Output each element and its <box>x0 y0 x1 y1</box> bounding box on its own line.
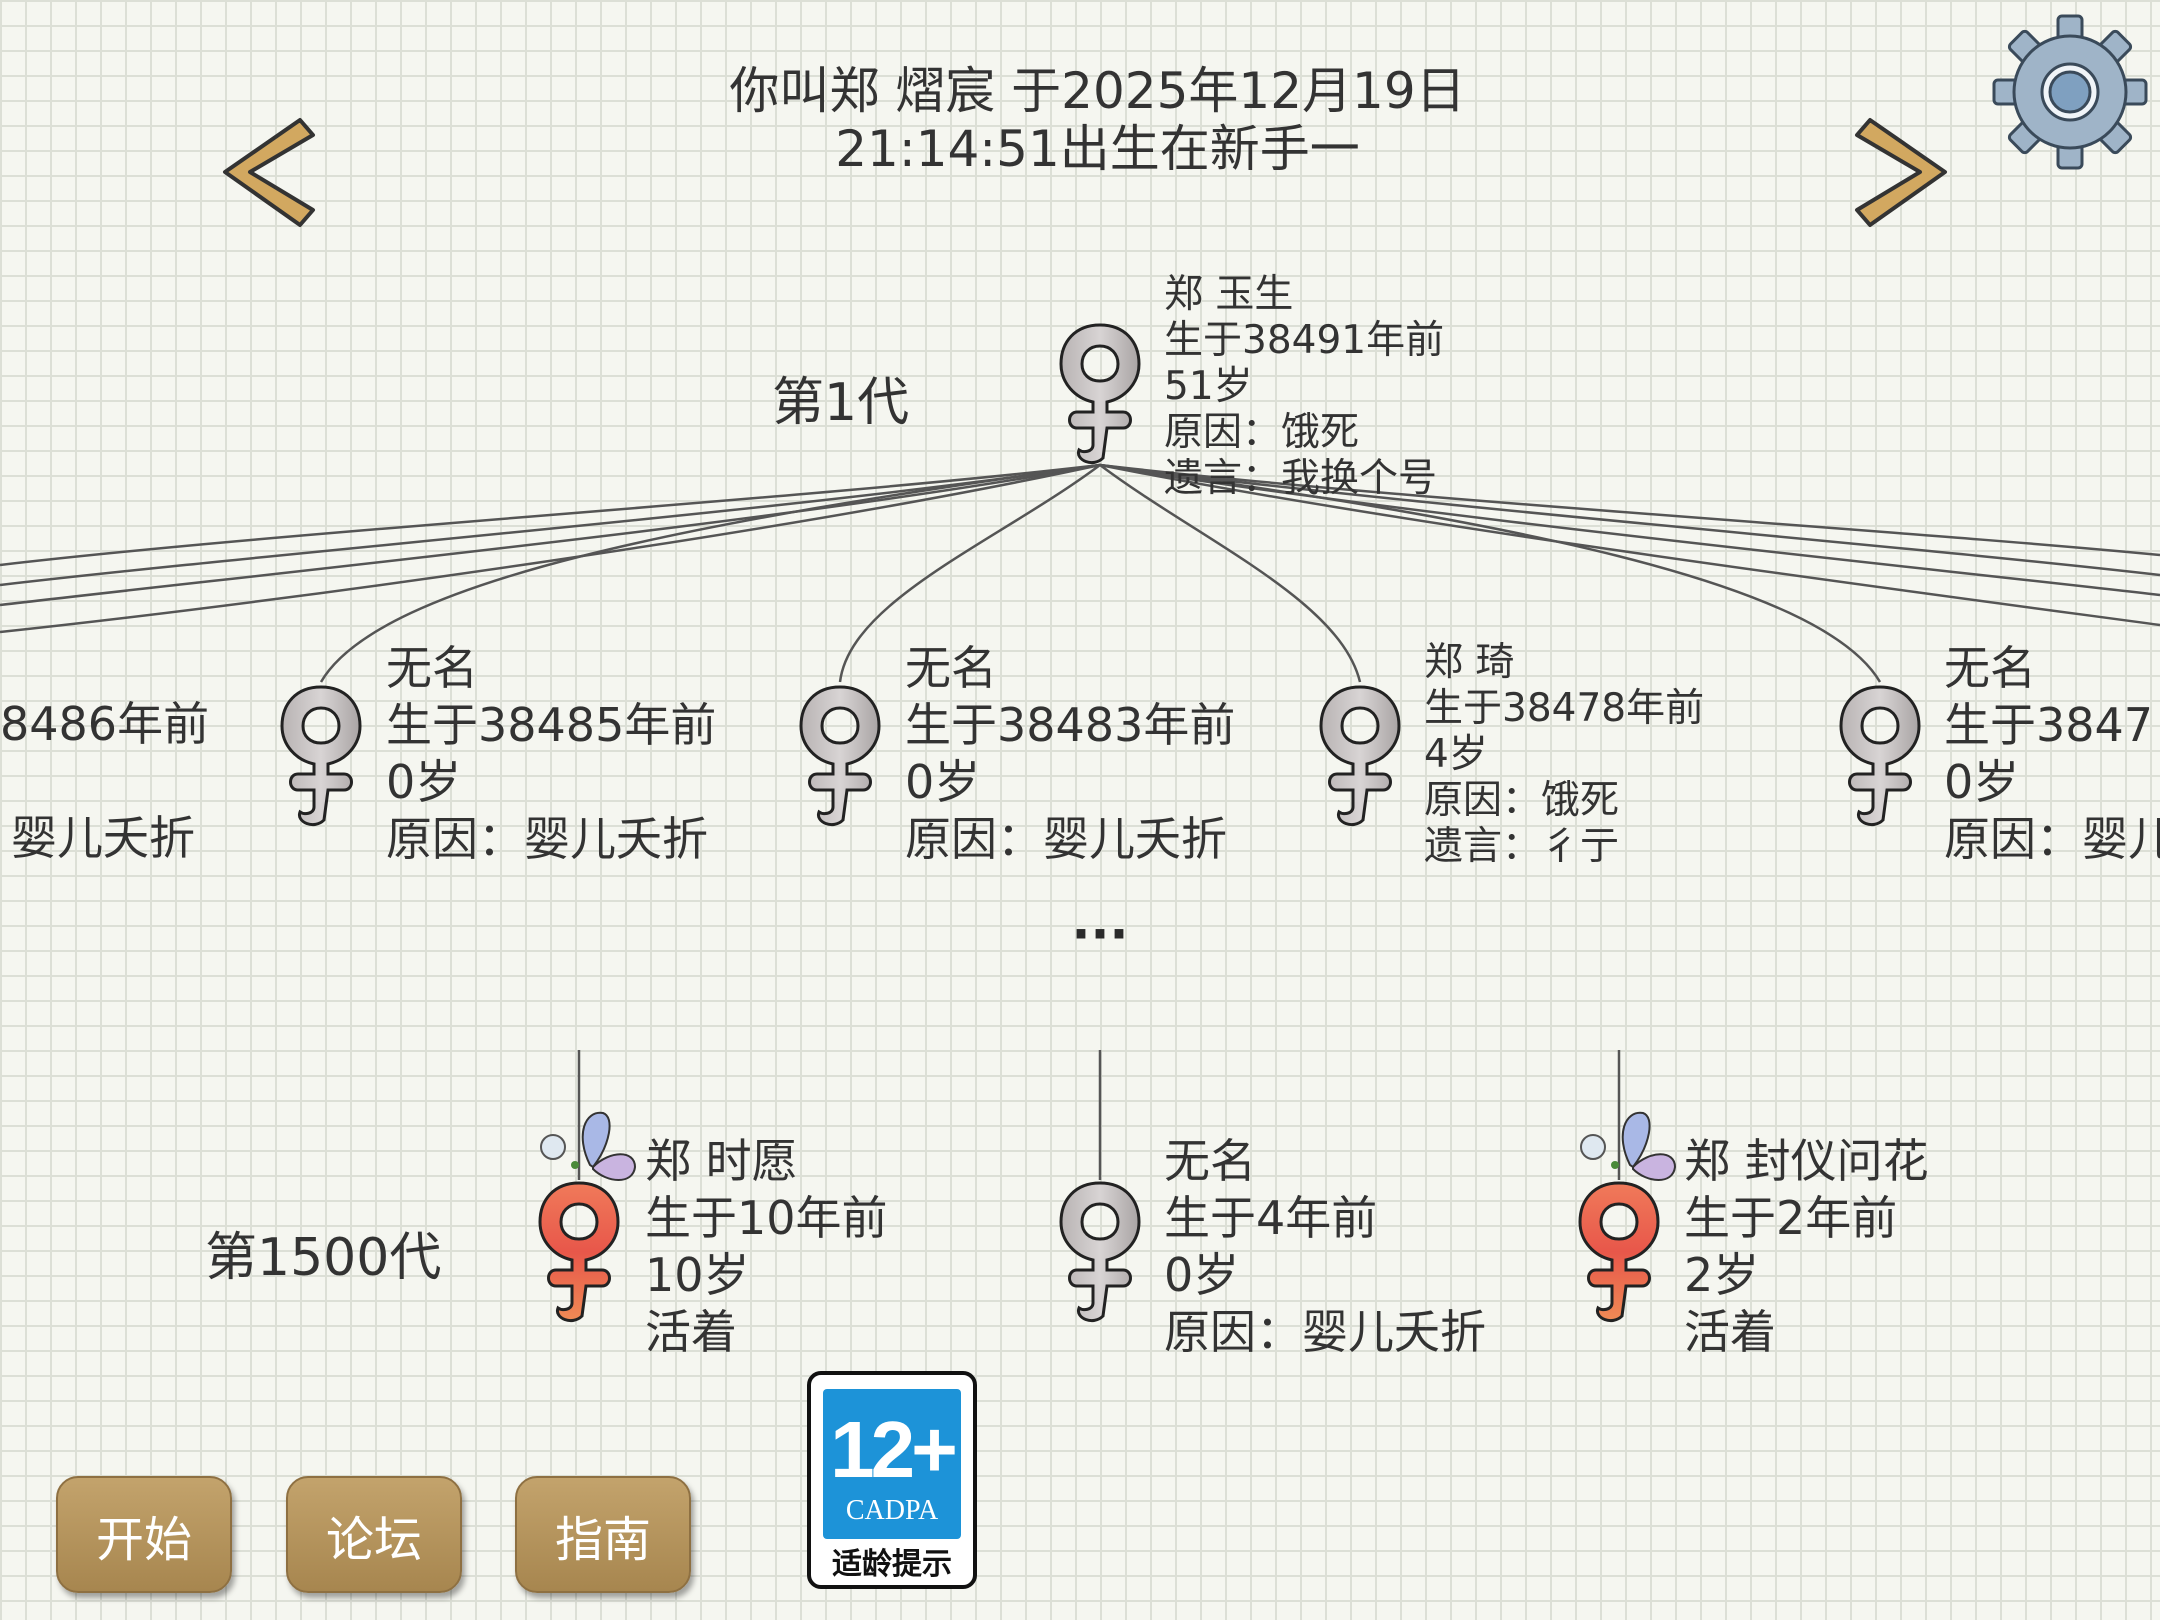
person-cause: 婴儿夭折 <box>11 811 195 865</box>
person-name: 无名 <box>1944 641 2036 695</box>
generation-label: 第1500代 <box>205 1228 442 1288</box>
person-status: 活着 <box>1684 1305 1776 1359</box>
person-name: 无名 <box>1164 1134 1256 1188</box>
person-cause: 原因：婴儿 <box>1944 812 2160 866</box>
person-age: 2岁 <box>1684 1248 1760 1302</box>
generations-ellipsis: ··· <box>1071 905 1129 963</box>
person-cause: 原因：饿死 <box>1164 410 1360 455</box>
person-born: 生于10年前 <box>645 1191 888 1245</box>
descendant-info: 无名 生于4年前 0岁 原因：婴儿夭折 <box>1164 1133 1486 1361</box>
person-cause: 原因：饿死 <box>1424 778 1620 823</box>
person-name: 郑 时愿 <box>645 1134 798 1188</box>
chevron-right-icon[interactable] <box>1850 110 1965 235</box>
female-gray-icon[interactable] <box>1055 1178 1145 1328</box>
female-red-icon[interactable] <box>1574 1178 1664 1328</box>
person-age: 10岁 <box>645 1248 750 1302</box>
guide-button[interactable]: 指南 <box>515 1476 691 1593</box>
person-name: 郑 封仪问花 <box>1684 1134 1929 1188</box>
person-status: 活着 <box>645 1305 737 1359</box>
person-age: 51岁 <box>1164 364 1253 409</box>
age-rating-org: CADPA <box>845 1495 939 1526</box>
person-born: 生于38478年前 <box>1424 686 1705 731</box>
person-age: 0岁 <box>386 755 462 809</box>
root-ancestor-info: 郑 玉生 生于38491年前 51岁 原因：饿死 遗言：我换个号 <box>1164 272 1444 502</box>
female-gray-icon[interactable] <box>1315 682 1405 832</box>
person-name: 无名 <box>905 641 997 695</box>
child-info-partial-right: 无名 生于3847 0岁 原因：婴儿 <box>1944 640 2160 868</box>
child-info: 无名 生于38485年前 0岁 原因：婴儿夭折 <box>386 640 716 868</box>
person-age: 0岁 <box>905 755 981 809</box>
forum-button[interactable]: 论坛 <box>286 1476 462 1593</box>
butterfly-icon <box>1580 1111 1677 1181</box>
person-born: 生于3847 <box>1944 698 2154 752</box>
birth-info-title: 你叫郑 熠宸 于2025年12月19日 21:14:51出生在新手一 <box>0 62 2160 178</box>
butterfly-icon <box>540 1111 637 1181</box>
person-born: 生于2年前 <box>1684 1191 1898 1245</box>
generation-label: 第1代 <box>772 373 910 433</box>
person-name: 郑 琦 <box>1424 640 1515 685</box>
female-gray-icon[interactable] <box>1055 320 1145 470</box>
person-last-words: 遗言：我换个号 <box>1164 456 1438 501</box>
person-cause: 原因：婴儿夭折 <box>386 812 708 866</box>
age-rating-tip: 适龄提示 <box>832 1547 952 1582</box>
child-info: 郑 琦 生于38478年前 4岁 原因：饿死 遗言：彳亍 <box>1424 640 1704 870</box>
person-age: 4岁 <box>1424 732 1488 777</box>
start-button[interactable]: 开始 <box>56 1476 232 1593</box>
female-gray-icon[interactable] <box>795 682 885 832</box>
age-rating-badge[interactable]: 12+ CADPA 适龄提示 <box>807 1371 977 1589</box>
person-born: 生于38491年前 <box>1164 318 1445 363</box>
chevron-left-icon[interactable] <box>205 110 320 235</box>
person-name: 郑 玉生 <box>1164 272 1294 317</box>
person-name: 无名 <box>386 641 478 695</box>
age-rating-value: 12+ <box>830 1405 958 1494</box>
person-cause: 原因：婴儿夭折 <box>905 812 1227 866</box>
person-last-words: 遗言：彳亍 <box>1424 824 1620 869</box>
person-born: 8486年前 <box>0 697 210 751</box>
person-age: 0岁 <box>1164 1248 1240 1302</box>
child-info-partial-left: 8486年前 婴儿夭折 <box>0 696 209 867</box>
descendant-info: 郑 时愿 生于10年前 10岁 活着 <box>645 1133 888 1361</box>
person-age: 0岁 <box>1944 755 2020 809</box>
title-line-1: 你叫郑 熠宸 于2025年12月19日 <box>729 62 1466 120</box>
person-born: 生于38483年前 <box>905 698 1236 752</box>
descendant-info: 郑 封仪问花 生于2年前 2岁 活着 <box>1684 1133 1929 1361</box>
female-gray-icon[interactable] <box>276 682 366 832</box>
gear-icon[interactable] <box>1990 12 2150 172</box>
child-info: 无名 生于38483年前 0岁 原因：婴儿夭折 <box>905 640 1235 868</box>
person-born: 生于38485年前 <box>386 698 717 752</box>
female-red-icon[interactable] <box>534 1178 624 1328</box>
female-gray-icon[interactable] <box>1835 682 1925 832</box>
person-born: 生于4年前 <box>1164 1191 1378 1245</box>
age-rating-panel: 12+ CADPA <box>823 1389 961 1539</box>
person-status: 原因：婴儿夭折 <box>1164 1305 1486 1359</box>
title-line-2: 21:14:51出生在新手一 <box>835 120 1360 178</box>
